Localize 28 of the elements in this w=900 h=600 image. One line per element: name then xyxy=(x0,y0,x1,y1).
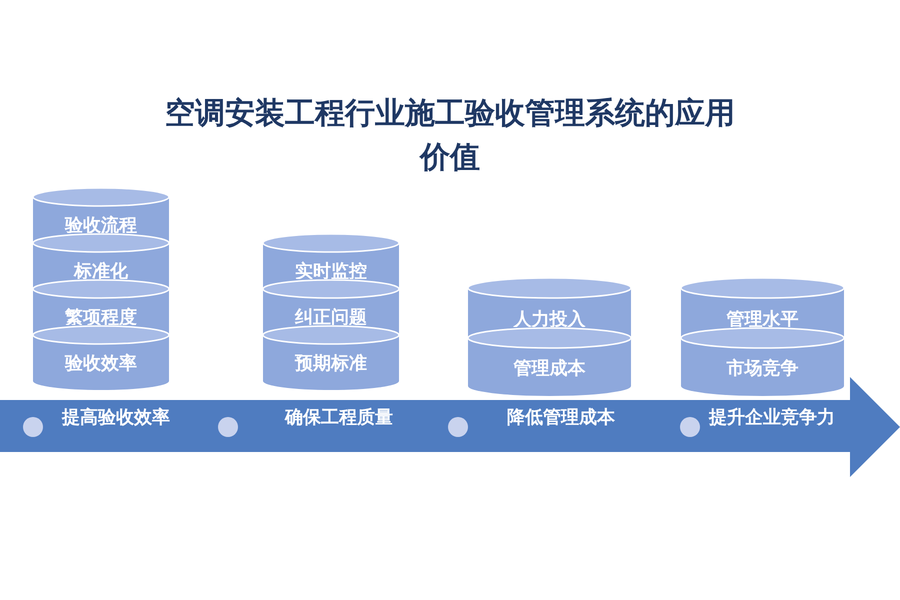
band-label: 提高验收效率 xyxy=(62,405,170,429)
cylinder-segment xyxy=(262,325,400,391)
band-label: 降低管理成本 xyxy=(507,405,615,429)
band-label: 确保工程质量 xyxy=(285,405,393,429)
cylinder-segment xyxy=(262,233,400,279)
segment-label: 标准化 xyxy=(72,260,129,283)
segment-label: 实时监控 xyxy=(294,260,368,283)
segment-label: 人力投入 xyxy=(512,308,586,330)
segment-label: 繁项程度 xyxy=(64,306,138,329)
cylinder-segment xyxy=(32,233,170,279)
segment-label: 管理水平 xyxy=(726,308,800,330)
segment-label: 纠正问题 xyxy=(294,306,368,329)
cylinder-segment xyxy=(467,277,632,327)
segment-label: 预期标准 xyxy=(294,352,368,375)
cylinder-segment xyxy=(32,325,170,391)
segment-label: 市场竞争 xyxy=(726,356,800,380)
segment-label: 验收效率 xyxy=(64,352,138,375)
title: 空调安装工程行业施工验收管理系统的应用价值 xyxy=(164,96,736,176)
cylinder-segment xyxy=(262,279,400,325)
segment-label: 管理成本 xyxy=(512,356,586,380)
segment-label: 验收流程 xyxy=(64,214,138,237)
cylinder-segment xyxy=(467,327,632,397)
cylinder-segment xyxy=(680,277,845,327)
cylinder-segment xyxy=(680,327,845,397)
arrow-band xyxy=(0,377,900,477)
cylinder-segment xyxy=(32,279,170,325)
cylinder-segment xyxy=(32,187,170,233)
band-label: 提升企业竞争力 xyxy=(709,405,835,429)
